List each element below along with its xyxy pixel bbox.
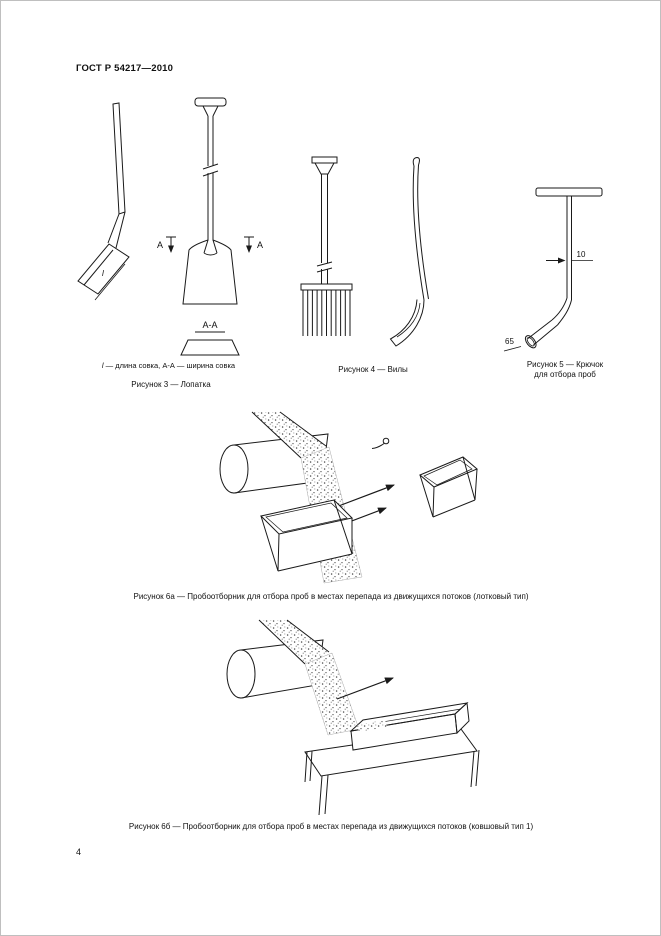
page-number: 4 <box>76 847 82 857</box>
hook-drawing <box>524 187 603 349</box>
dimension-10-label: 10 <box>577 250 586 259</box>
figure-3-legend: l — длина совка, А-А — ширина совка <box>71 361 266 370</box>
figure-5-hook-drawing: 10 65 <box>503 187 603 352</box>
figure-3-legend-text: — длина совка, А-А — ширина совка <box>103 361 236 370</box>
hook-ring <box>371 437 390 449</box>
section-view-label: А-А <box>202 320 217 330</box>
figure-3-shovel-drawing: А А l А-А <box>77 97 263 356</box>
figure-5-caption: Рисунок 5 — Крючок для отбора проб <box>494 360 636 380</box>
hooked-rod-drawing <box>389 156 429 347</box>
figure-3-caption: Рисунок 3 — Лопатка <box>131 380 211 389</box>
direction-arrow <box>336 677 394 700</box>
section-a-label-left: А <box>157 240 163 250</box>
figure-4-fork-drawing <box>300 156 429 347</box>
figure-5-caption-line2: для отбора проб <box>534 370 596 379</box>
material-stream <box>258 619 360 736</box>
fork-drawing <box>300 156 353 336</box>
figure-6a-caption: Рисунок 6а — Пробоотборник для отбора пр… <box>133 592 529 601</box>
figure-3-legend-symbol: l <box>101 361 104 370</box>
figure-5-caption-line1: Рисунок 5 — Крючок <box>526 360 604 369</box>
section-a-label-right: А <box>257 240 263 250</box>
scoop-side-view <box>77 102 130 301</box>
dimension-lines <box>503 257 593 352</box>
figure-6a-sampler-drawing <box>219 411 478 584</box>
trough-sampler-attached <box>260 499 353 572</box>
trough-sampler-detached <box>419 456 478 518</box>
figure-6b-caption: Рисунок 6б — Пробоотборник для отбора пр… <box>128 822 534 831</box>
figure-6b-sampler-drawing <box>226 619 480 816</box>
document-header: ГОСТ Р 54217—2010 <box>76 63 174 74</box>
scoop-front-view <box>166 97 254 356</box>
dimension-65-label: 65 <box>505 337 514 346</box>
bucket-sampler <box>349 701 470 751</box>
blade-length-label: l <box>102 269 104 278</box>
figure-4-caption: Рисунок 4 — Вилы <box>338 365 408 374</box>
